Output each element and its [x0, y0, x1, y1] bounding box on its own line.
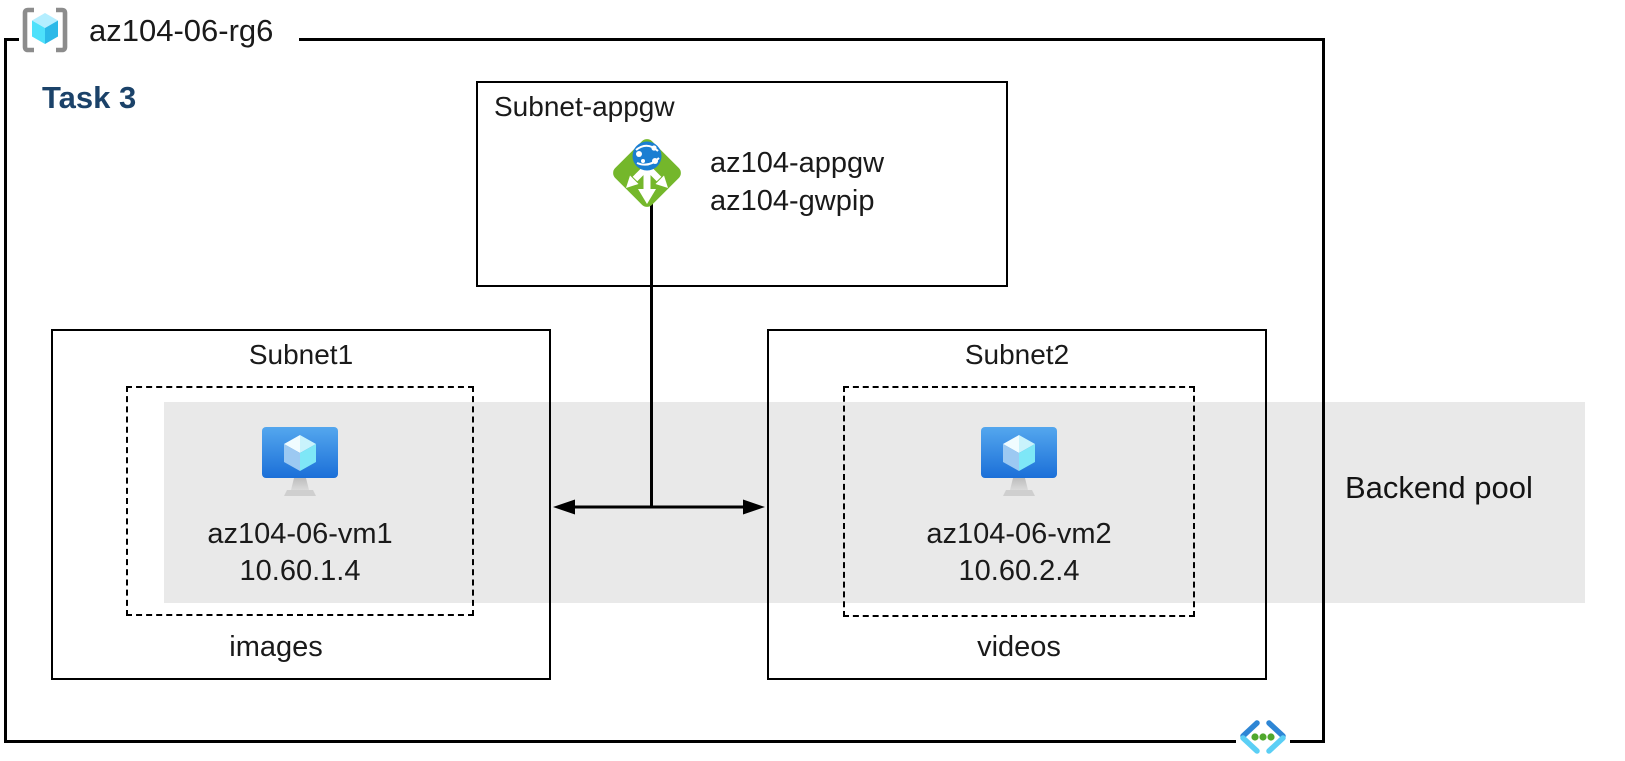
subnet1-backend-dashed-box: [126, 386, 474, 616]
vm2-ip: 10.60.2.4: [958, 555, 1080, 587]
vm2-name: az104-06-vm2: [926, 518, 1112, 550]
backend-pool-band: [164, 402, 1585, 603]
virtual-machine-icon: [981, 427, 1057, 496]
connector-double-arrow: [553, 499, 765, 515]
subnet1-title: Subnet1: [248, 339, 354, 370]
appgw-public-ip-label: az104-gwpip: [710, 185, 875, 217]
subnet2-title: Subnet2: [964, 339, 1070, 370]
subnet1-box: Subnet1: [51, 329, 551, 680]
subnet-appgw-title: Subnet-appgw: [494, 91, 675, 122]
resource-group-icon: [22, 7, 68, 53]
resource-group-border-gap: [19, 33, 299, 46]
application-gateway-icon: [613, 139, 681, 207]
appgw-name-label: az104-appgw: [710, 147, 885, 179]
backend-pool-label: Backend pool: [1345, 470, 1533, 505]
application-gateway-labels: az104-appgw az104-gwpip: [710, 144, 884, 220]
subnet2-caption: videos: [977, 631, 1061, 663]
connector-vertical-line: [650, 202, 653, 508]
subnet-appgw-box: Subnet-appgw: [476, 81, 1008, 287]
virtual-machine-icon: [262, 427, 338, 496]
task-label: Task 3: [42, 80, 137, 115]
virtual-network-icon: [1236, 715, 1290, 759]
subnet2-backend-dashed-box: [843, 386, 1195, 617]
resource-group-box: [4, 38, 1325, 743]
vm1-ip: 10.60.1.4: [239, 555, 361, 587]
subnet2-box: Subnet2: [767, 329, 1267, 680]
vm1-name: az104-06-vm1: [207, 518, 393, 550]
subnet1-caption: images: [229, 631, 323, 663]
resource-group-title: az104-06-rg6: [89, 13, 274, 48]
